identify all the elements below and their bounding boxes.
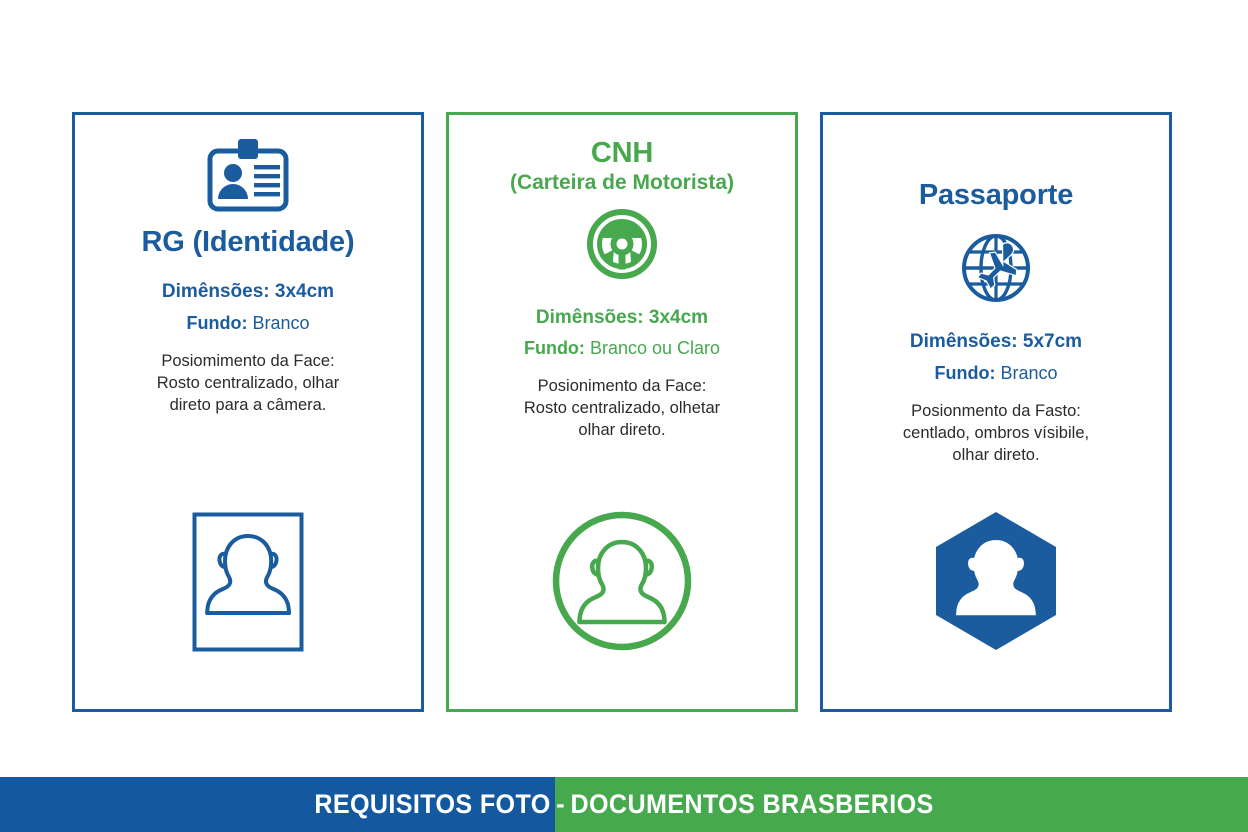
face-position-description: Posionmento da Fasto: centlado, ombros v… [902,401,1090,464]
banner-left-text: REQUISITOS FOTO [314,789,551,819]
globe-airplane-icon [959,231,1033,310]
id-badge-icon [206,137,290,220]
steering-wheel-icon [587,208,657,284]
card-cnh-spec: Dimênsões: 3x4cm Fundo: Branco ou Claro [524,306,720,360]
dimensions-text: Dimênsões: 3x4cm [161,281,335,303]
fundo-value: Branco [252,313,310,334]
square-avatar-icon [192,512,304,657]
card-rg[interactable]: RG (Identidade) Dimênsões: 3x4cm Fundo: … [72,112,424,712]
card-title: RG (Identidade) [141,226,355,258]
card-passaporte-spec: Dimênsões: 5x7cm Fundo: Branco [910,330,1082,384]
fundo-value: Branco ou Claro [589,338,721,359]
face-position-description: Posiomimento da Face: Rosto centralizado… [156,351,340,414]
card-rg-spec: Dimênsões: 3x4cm Fundo: Branco [162,280,334,334]
fundo-line: Fundo: Branco ou Claro [524,337,720,360]
footer-banner: REQUISITOS FOTO - DOCUMENTOS BRASBERIOS [0,777,1248,832]
banner-right-block [555,777,1248,832]
card-cnh[interactable]: CNH (Carteira de Motorista) Dimênsões: 3… [446,112,798,712]
circle-avatar-icon [551,510,693,657]
dimensions-text: Dimênsões: 5x7cm [909,331,1083,353]
fundo-label: Fundo: [934,363,996,384]
card-passaporte-heading-group: Passaporte [837,179,1155,211]
avatar-holder [192,512,304,657]
fundo-line: Fundo: Branco [162,312,334,335]
banner-text: REQUISITOS FOTO - DOCUMENTOS BRASBERIOS [44,777,1205,832]
card-rg-heading-group: RG (Identidade) [89,226,407,258]
card-passaporte[interactable]: Passaporte Dimênsões: 5x7cm Fundo: Bra [820,112,1172,712]
card-title: Passaporte [918,179,1074,211]
card-title: CNH [590,137,654,169]
hexagon-avatar-icon [932,510,1060,657]
fundo-label: Fundo: [186,313,248,334]
fundo-label: Fundo: [523,338,585,359]
document-cards-row: RG (Identidade) Dimênsões: 3x4cm Fundo: … [72,112,1172,712]
card-cnh-heading-group: CNH (Carteira de Motorista) [463,137,781,195]
banner-separator: - [556,789,565,819]
fundo-value: Branco [1000,363,1058,384]
card-subtitle: (Carteira de Motorista) [509,171,735,195]
avatar-holder [932,510,1060,657]
fundo-line: Fundo: Branco [910,362,1082,385]
avatar-holder [551,510,693,657]
banner-left-block [0,777,555,832]
dimensions-text: Dimênsões: 3x4cm [535,306,709,328]
banner-right-text: DOCUMENTOS BRASBERIOS [570,789,934,819]
face-position-description: Posionimento da Face: Rosto centralizado… [523,376,721,439]
